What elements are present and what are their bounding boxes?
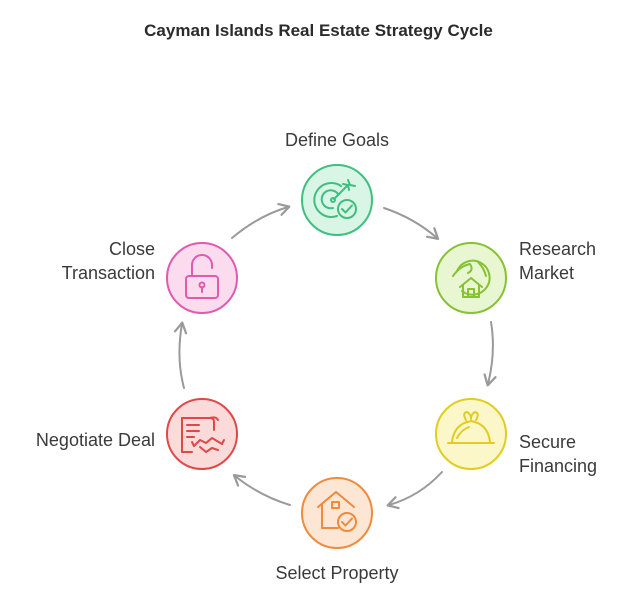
arrow-negotiate-to-close (173, 321, 188, 389)
step-secure-financing (435, 398, 507, 470)
label-line: Close (108, 239, 155, 259)
label-line: Select Property (275, 563, 399, 583)
label-line: Research (519, 239, 597, 259)
label-line: Market (519, 263, 575, 283)
label-select-property: Select Property (237, 561, 437, 585)
arrow-goals-to-research (383, 207, 440, 241)
label-line: Transaction (61, 263, 155, 283)
label-research-market: Research Market (519, 237, 596, 285)
unlocked-padlock-icon (185, 254, 219, 299)
label-line: Financing (519, 456, 598, 476)
step-circle-negotiate-deal (166, 398, 238, 470)
step-circle-define-goals (301, 164, 373, 236)
step-circle-select-property (301, 477, 373, 549)
diagram-title: Cayman Islands Real Estate Strategy Cycl… (144, 21, 493, 40)
arrow-research-to-financing (483, 321, 497, 387)
label-close-transaction: Close Transaction (0, 237, 155, 285)
arrow-close-to-goals (231, 202, 291, 239)
step-close-transaction (166, 242, 238, 314)
step-circle-close-transaction (166, 242, 238, 314)
label-negotiate-deal: Negotiate Deal (0, 428, 155, 452)
arrow-financing-to-property (386, 471, 443, 510)
cycle-arrows (173, 202, 497, 510)
money-bag-icon (447, 411, 495, 444)
label-define-goals: Define Goals (237, 128, 437, 152)
arrow-property-to-negotiate (232, 474, 291, 506)
step-negotiate-deal (166, 398, 238, 470)
step-select-property (301, 477, 373, 549)
target-check-icon (313, 179, 357, 219)
globe-house-icon (452, 259, 491, 298)
step-define-goals (301, 164, 373, 236)
label-line: Secure (519, 432, 577, 452)
step-research-market (435, 242, 507, 314)
house-check-icon (317, 491, 357, 532)
label-secure-financing: Secure Financing (519, 430, 597, 478)
label-line: Negotiate Deal (35, 430, 155, 450)
label-line: Define Goals (284, 130, 390, 150)
contract-handshake-icon (181, 416, 225, 453)
step-circle-secure-financing (435, 398, 507, 470)
